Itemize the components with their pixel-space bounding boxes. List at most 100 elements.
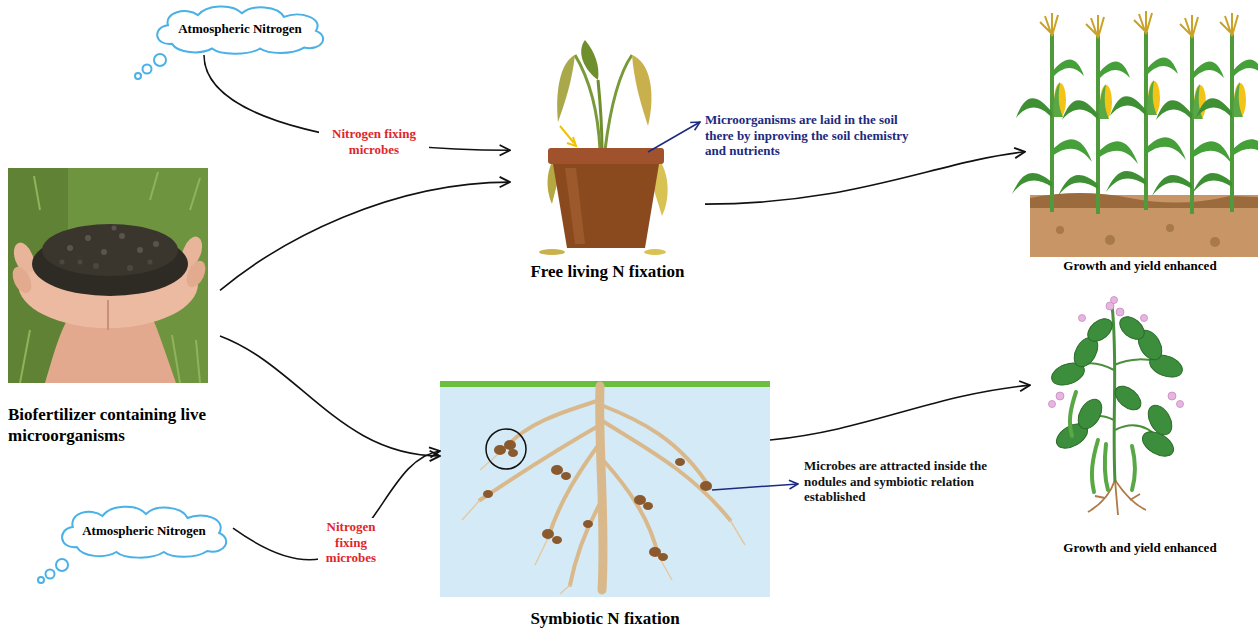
root-nodule-panel	[505, 400, 600, 448]
biofertilizer-photo	[67, 245, 73, 251]
root-nodule-panel	[675, 458, 685, 466]
corn-field	[1166, 224, 1174, 232]
bean-plant	[1141, 315, 1148, 322]
biofertilizer-photo	[78, 260, 83, 265]
bean-plant	[1115, 312, 1148, 344]
bean-plant	[1132, 446, 1135, 490]
wilted-plant-pot	[581, 40, 598, 80]
annotation-box: Microbes are attracted inside the nodule…	[804, 458, 999, 505]
node-caption: Growth and yield enhanced	[1027, 258, 1253, 274]
wilted-plant-pot	[553, 164, 659, 248]
cloud-puffs	[38, 577, 44, 583]
biofertilizer-photo	[20, 172, 200, 383]
corn-field	[1192, 13, 1258, 212]
wilted-plant-pot	[567, 137, 576, 146]
biofertilizer-photo	[9, 264, 35, 296]
bean-plant	[1070, 392, 1076, 436]
root-nodule-panel	[560, 585, 570, 594]
cloud-outline	[157, 6, 323, 53]
bean-plant	[1168, 392, 1176, 400]
cloud-outline	[62, 507, 226, 558]
root-nodule-panel	[700, 481, 712, 491]
wilted-plant-pot	[548, 148, 664, 164]
bean-plant	[1079, 315, 1086, 322]
root-nodule-panel	[494, 445, 506, 455]
bean-plant	[1130, 494, 1140, 500]
connector-arrow	[220, 182, 510, 290]
node-caption: Free living N fixation	[512, 262, 703, 282]
biofertilizer-photo	[42, 224, 178, 276]
biofertilizer-photo	[8, 168, 209, 383]
biofertilizer-photo	[153, 241, 159, 247]
root-nodule-panel	[552, 536, 562, 544]
root-nodule-panel	[583, 520, 593, 528]
bean-plant	[1073, 395, 1106, 433]
biofertilizer-photo	[137, 247, 143, 253]
bean-plant	[1143, 401, 1176, 439]
bean-plant	[1049, 297, 1184, 408]
biofertilizer-photo	[8, 168, 208, 383]
root-nodule-panel	[483, 440, 712, 561]
connector-arrow	[770, 385, 1030, 440]
wilted-plant-pot	[605, 55, 632, 150]
root-nodule-panel	[462, 448, 745, 594]
root-nodule-panel	[600, 386, 603, 590]
wilted-plant-pot	[539, 40, 668, 255]
wilted-plant-pot	[598, 80, 602, 150]
connector-arrow	[705, 152, 1025, 204]
bean-plant	[1095, 496, 1105, 498]
root-nodule-panel	[440, 381, 770, 387]
bean-plant	[1088, 480, 1146, 515]
leader-line	[648, 122, 700, 152]
node-caption: Biofertilizer containing live microorgan…	[8, 405, 218, 446]
bean-plant	[1092, 440, 1098, 492]
annotation-box: Microorganisms are laid in the soil ther…	[705, 112, 920, 159]
corn-field	[1056, 226, 1064, 234]
root-nodule-panel	[504, 440, 516, 450]
root-nodule-panel	[643, 502, 653, 510]
wilted-plant-pot	[539, 249, 565, 255]
cloud-puffs	[135, 73, 141, 79]
cloud-text: Atmospheric Nitrogen	[178, 21, 302, 37]
pot-node: Free living N fixation	[510, 40, 705, 285]
bean-plant	[1115, 480, 1146, 510]
root-nodule-panel	[462, 500, 480, 520]
edge-label-box: Nitrogen fixing microbes	[318, 518, 384, 567]
biofertilizer-photo	[8, 168, 208, 383]
root-nodule-panel	[601, 420, 730, 520]
cloud-puffs	[154, 54, 166, 66]
leader-line	[712, 484, 798, 490]
cloud-node: Atmospheric Nitrogen	[150, 3, 330, 55]
corn-field	[1012, 11, 1258, 257]
edge-label: Nitrogen fixing microbes	[318, 518, 384, 567]
root-nodule-panel	[658, 553, 668, 561]
biofertilizer-node: Biofertilizer containing live microorgan…	[5, 165, 220, 450]
bean-plant	[1083, 314, 1116, 346]
biofertilizer-photo	[60, 260, 65, 265]
biofertilizer-photo	[148, 260, 153, 265]
wilted-plant-pot	[560, 126, 574, 143]
bean-plant	[1105, 444, 1108, 490]
root-nodule-panel	[542, 529, 554, 539]
root-nodule-panel	[483, 490, 493, 498]
root-nodule-panel	[551, 465, 563, 475]
biofertilizer-photo	[93, 263, 99, 269]
annotation-note: Microbes are attracted inside the nodule…	[804, 458, 999, 505]
corn-field	[1058, 15, 1138, 214]
biofertilizer-photo	[85, 235, 91, 241]
cloud-text: Atmospheric Nitrogen	[82, 523, 206, 539]
root-nodule-panel	[730, 520, 745, 545]
node-caption: Growth and yield enhanced	[1032, 540, 1248, 556]
cloud-puffs	[38, 54, 166, 583]
crop-node: Growth and yield enhanced	[1030, 300, 1250, 558]
wilted-plant-pot	[644, 249, 666, 255]
root-node: Symbiotic N fixation	[440, 384, 770, 632]
corn-field	[1152, 15, 1232, 214]
corn-field	[1210, 237, 1220, 247]
cloud-puffs	[46, 570, 55, 579]
edge-label: Nitrogen fixing microbes	[319, 125, 429, 158]
edge-label-box: Nitrogen fixing microbes	[319, 125, 429, 158]
bean-plant	[1049, 297, 1186, 516]
bean-plant	[1070, 392, 1135, 492]
